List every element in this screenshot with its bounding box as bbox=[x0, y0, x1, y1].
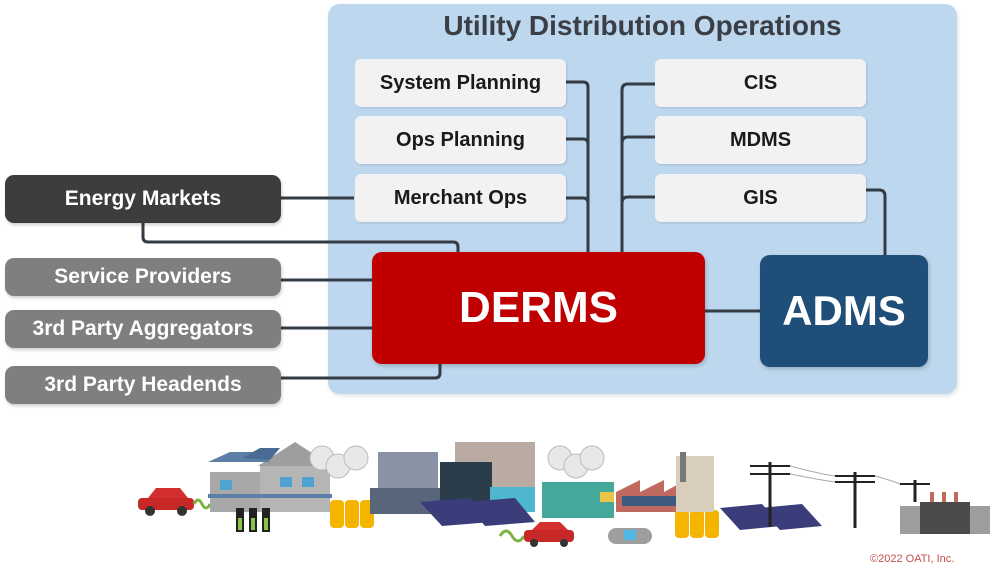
energy-markets-box: Energy Markets bbox=[5, 175, 281, 223]
service-providers-label: Service Providers bbox=[54, 265, 232, 288]
electric-car-icon bbox=[138, 488, 212, 516]
headends-label: 3rd Party Headends bbox=[44, 373, 242, 396]
mdms-box: MDMS bbox=[655, 116, 866, 164]
aggregators-box: 3rd Party Aggregators bbox=[5, 310, 281, 348]
derms-box: DERMS bbox=[372, 252, 705, 364]
ops-planning-box: Ops Planning bbox=[355, 116, 566, 164]
aggregators-label: 3rd Party Aggregators bbox=[32, 317, 254, 340]
cis-box: CIS bbox=[655, 59, 866, 107]
home-battery-icon bbox=[236, 508, 270, 532]
mdms-label: MDMS bbox=[729, 128, 792, 151]
ops-planning-label: Ops Planning bbox=[396, 128, 525, 151]
gis-label: GIS bbox=[743, 186, 778, 209]
solar-array-icon bbox=[420, 498, 822, 530]
adms-label: ADMS bbox=[782, 287, 906, 334]
der-assets-illustration bbox=[138, 442, 990, 547]
energy-markets-label: Energy Markets bbox=[64, 187, 222, 210]
service-providers-box: Service Providers bbox=[5, 258, 281, 296]
gis-box: GIS bbox=[655, 174, 866, 222]
headends-box: 3rd Party Headends bbox=[5, 366, 281, 404]
adms-box: ADMS bbox=[760, 255, 928, 367]
substation-transformer-icon bbox=[900, 492, 990, 534]
generator-icon bbox=[542, 482, 614, 518]
power-lines-icon bbox=[750, 462, 930, 528]
fuel-cell-icon bbox=[608, 528, 652, 544]
factory-icon bbox=[616, 452, 714, 512]
merchant-ops-label: Merchant Ops bbox=[393, 186, 528, 209]
smart-meter-icon bbox=[309, 445, 605, 479]
cis-label: CIS bbox=[743, 71, 778, 94]
derms-label: DERMS bbox=[459, 283, 618, 332]
system-planning-box: System Planning bbox=[355, 59, 566, 107]
battery-storage-icon bbox=[330, 500, 719, 538]
panel-title: Utility Distribution Operations bbox=[443, 10, 842, 41]
system-planning-label: System Planning bbox=[379, 71, 542, 94]
copyright-text: ©2022 OATI, Inc. bbox=[870, 553, 955, 565]
merchant-ops-box: Merchant Ops bbox=[355, 174, 566, 222]
ev-car-icon bbox=[498, 522, 574, 547]
